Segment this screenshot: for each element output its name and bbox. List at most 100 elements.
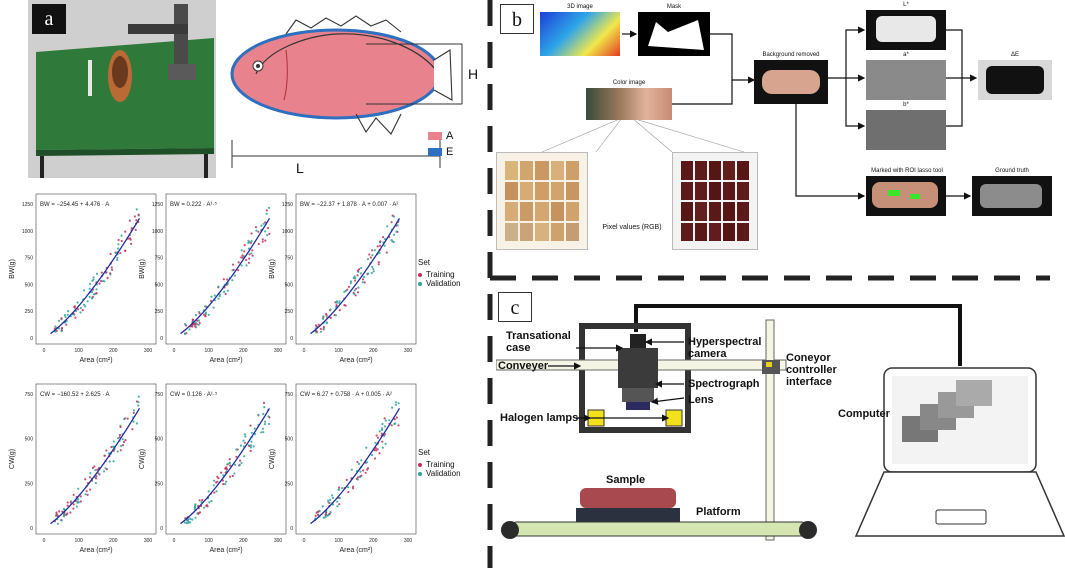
validation-point [203, 506, 206, 509]
validation-point [234, 463, 237, 466]
training-point [366, 468, 369, 471]
validation-point [353, 275, 356, 278]
legend-swatch-a [428, 132, 442, 140]
validation-point [91, 297, 94, 300]
validation-point [194, 503, 197, 506]
validation-point [366, 461, 369, 464]
training-point [65, 323, 68, 326]
training-point [237, 261, 240, 264]
plot-frame [35, 383, 157, 535]
panel-b: b 3D image Mask Color image Background r… [496, 0, 1065, 270]
validation-point [331, 494, 334, 497]
plot-ytick: 250 [285, 309, 294, 315]
fish-height-label: H [468, 66, 479, 82]
training-point [201, 498, 204, 502]
training-point [375, 434, 378, 437]
validation-point [89, 282, 92, 285]
training-point [251, 249, 254, 252]
validation-point [57, 319, 61, 322]
validation-point [240, 461, 243, 465]
plot-equation: BW = 0.222 · A¹·⁵ [170, 201, 218, 208]
training-point [60, 317, 63, 320]
training-point [257, 242, 260, 246]
training-point [109, 272, 112, 275]
training-point [267, 226, 270, 230]
validation-point [207, 490, 210, 493]
validation-point [95, 272, 99, 275]
training-point [86, 493, 89, 496]
validation-point [60, 519, 63, 522]
validation-point [372, 267, 375, 271]
validation-point [217, 285, 220, 288]
validation-point [210, 295, 213, 298]
training-point [319, 327, 322, 330]
validation-point [94, 481, 97, 485]
validation-point [194, 516, 197, 519]
training-point [100, 271, 103, 274]
validation-point [75, 505, 78, 508]
validation-point [331, 496, 335, 499]
validation-point [383, 237, 387, 241]
training-label: Training [426, 270, 455, 279]
training-point [65, 513, 68, 516]
training-point [128, 237, 132, 240]
validation-point [384, 419, 387, 422]
plot-ytick: 500 [285, 282, 294, 288]
validation-point [213, 294, 216, 297]
l-star-image [866, 10, 946, 50]
training-point [347, 491, 350, 494]
plot-ytick: 500 [285, 437, 294, 443]
validation-point [249, 444, 253, 447]
training-point [376, 436, 379, 439]
plot-xtick: 0 [173, 538, 176, 544]
validation-point [252, 445, 255, 448]
plot-ytick: 250 [155, 309, 164, 315]
label-l-star: L* [903, 2, 909, 8]
training-point [317, 323, 320, 326]
training-point [316, 513, 319, 516]
validation-point [233, 274, 236, 277]
training-point [60, 326, 64, 330]
label-3d-image: 3D image [567, 4, 593, 10]
validation-point [322, 315, 325, 318]
plot-xtick: 100 [334, 538, 343, 544]
plot-frame [165, 383, 287, 535]
training-point [381, 440, 384, 443]
training-point [317, 510, 320, 513]
plot-xlabel: Area (cm²) [339, 357, 372, 364]
validation-point [257, 413, 260, 417]
panel-a-label: a [32, 4, 66, 34]
validation-point [263, 420, 267, 423]
validation-point [370, 453, 374, 457]
training-point [216, 480, 219, 483]
validation-point [242, 439, 245, 442]
training-point [249, 449, 252, 453]
training-point [119, 425, 122, 429]
training-point [132, 411, 135, 414]
ground-truth-image [972, 176, 1052, 216]
a-star-image [866, 60, 946, 100]
validation-point [394, 403, 398, 406]
validation-point [218, 295, 221, 298]
validation-point [54, 325, 57, 328]
validation-point [90, 290, 94, 294]
validation-point [94, 469, 97, 472]
validation-point [217, 297, 220, 300]
validation-point [338, 300, 341, 303]
label-conveyer: Conveyer [498, 360, 549, 372]
plot-xtick: 300 [404, 348, 413, 354]
validation-point [372, 270, 375, 273]
training-point [379, 240, 382, 243]
regression-fit-line [180, 407, 271, 525]
validation-point [245, 264, 248, 267]
roi-mark-1 [888, 190, 900, 196]
validation-point [263, 406, 266, 409]
fish-legend-a: A [428, 130, 488, 142]
validation-point [186, 520, 190, 523]
label-controller: Coneyor controller interface [786, 352, 837, 388]
set-legend-validation: Validation [418, 279, 461, 288]
validation-point [249, 446, 252, 449]
plot-xtick: 200 [239, 538, 248, 544]
validation-point [189, 517, 192, 520]
